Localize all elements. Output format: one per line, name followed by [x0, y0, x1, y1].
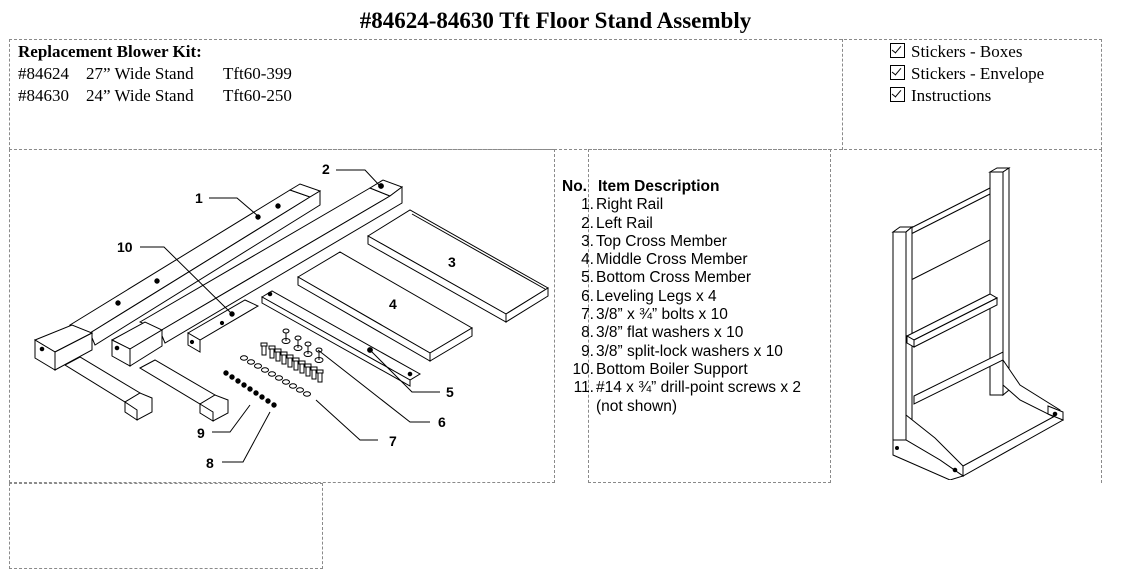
split-lock-washers-part: [223, 370, 277, 408]
parts-list-item: 6.Leveling Legs x 4: [581, 287, 717, 305]
parts-list-item: 10.Bottom Boiler Support: [572, 360, 748, 378]
parts-list-box: [588, 149, 831, 483]
kit-code: Tft60-250: [223, 86, 292, 105]
callout-8: 8: [206, 455, 214, 471]
callout-10: 10: [117, 239, 133, 255]
checklist-item: Stickers - Boxes: [890, 41, 1044, 63]
checked-box-icon: [890, 87, 905, 102]
parts-list-item: 4.Middle Cross Member: [581, 251, 748, 269]
kit-row: #84624 27” Wide Stand Tft60-399: [18, 63, 292, 85]
parts-list-item: 2.Left Rail: [581, 214, 653, 232]
checklist-item: Instructions: [890, 85, 1044, 107]
kit-heading: Replacement Blower Kit:: [18, 42, 202, 61]
parts-list-item: 11.#14 x ¾” drill-point screws x 2: [573, 379, 802, 397]
replacement-kit-info: Replacement Blower Kit: #84624 27” Wide S…: [18, 41, 292, 107]
contents-checklist: Stickers - Boxes Stickers - Envelope Ins…: [890, 41, 1044, 107]
parts-list: No. Item Description 1.Right Rail 2.Left …: [562, 178, 801, 416]
kit-stand-desc: 27” Wide Stand: [86, 64, 194, 83]
bottom-left-box: [9, 483, 323, 569]
bolts-part: [260, 342, 324, 383]
parts-list-item: 1.Right Rail: [581, 196, 664, 214]
boiler-support-part: [187, 299, 260, 353]
callout-1: 1: [195, 190, 203, 206]
checklist-item: Stickers - Envelope: [890, 63, 1044, 85]
exploded-view-box: [9, 149, 555, 483]
parts-list-item: 8.3/8” flat washers x 10: [581, 324, 744, 342]
right-edge-line: [1101, 149, 1102, 483]
callout-4: 4: [389, 296, 397, 312]
parts-list-item: 3.Top Cross Member: [581, 232, 727, 250]
callout-leader-lines: [140, 169, 440, 463]
callout-6: 6: [438, 414, 446, 430]
header-description: Item Description: [598, 178, 720, 195]
kit-stand-desc: 24” Wide Stand: [86, 86, 194, 105]
kit-part-number: #84624: [18, 64, 69, 83]
middle-cross-member-part: [297, 251, 473, 362]
callout-7: 7: [389, 433, 397, 449]
left-rail-part: [110, 179, 404, 422]
kit-row: #84630 24” Wide Stand Tft60-250: [18, 85, 292, 107]
parts-list-header: No. Item Description: [562, 178, 801, 196]
parts-list-item: 7.3/8” x ¾” bolts x 10: [581, 306, 728, 324]
bottom-cross-member-part: [261, 290, 421, 387]
callout-9: 9: [197, 425, 205, 441]
page-title: #84624-84630 Tft Floor Stand Assembly: [359, 8, 752, 33]
exploded-view-drawing: 1 2 3 4 5 6 7 8 9 10: [33, 161, 549, 471]
checklist-divider: [842, 39, 843, 150]
leveling-legs-part: [281, 328, 324, 363]
callout-5: 5: [446, 384, 454, 400]
kit-code: Tft60-399: [223, 64, 292, 83]
kit-part-number: #84630: [18, 86, 69, 105]
assembled-stand-drawing: [891, 167, 1065, 480]
header-number: No.: [562, 178, 587, 195]
top-cross-member-part: [367, 209, 549, 323]
header-box: [9, 39, 1102, 150]
checked-box-icon: [890, 65, 905, 80]
parts-list-item: 9.3/8” split-lock washers x 10: [581, 342, 783, 360]
checked-box-icon: [890, 43, 905, 58]
callout-3: 3: [448, 254, 456, 270]
flat-washers-part: [240, 355, 311, 397]
right-rail-part: [33, 183, 322, 421]
callout-2: 2: [322, 161, 330, 177]
parts-list-item: (not shown): [596, 397, 677, 415]
parts-list-item: 5.Bottom Cross Member: [581, 269, 752, 287]
